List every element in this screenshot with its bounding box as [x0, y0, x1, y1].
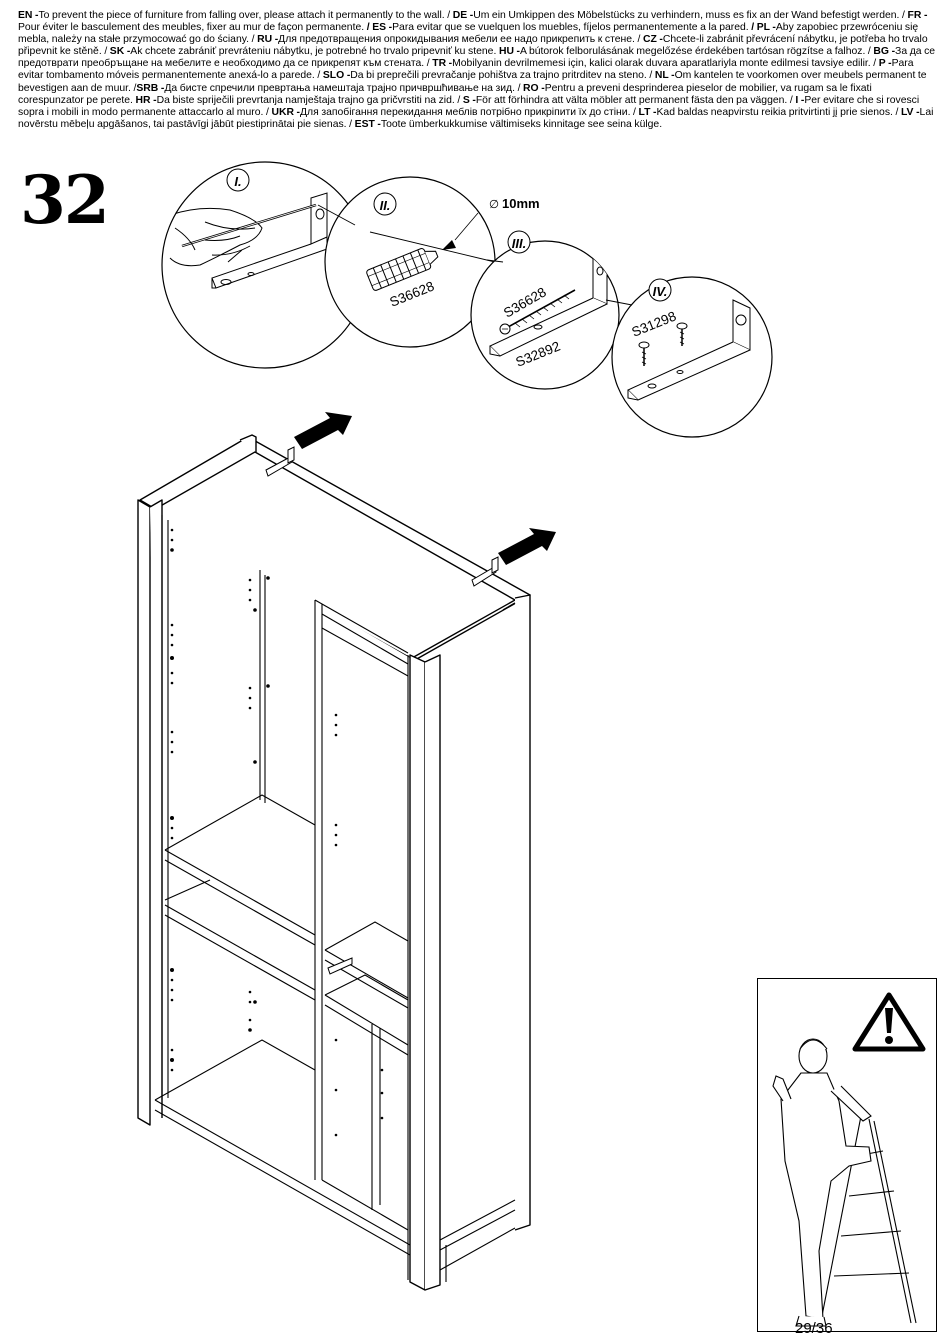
language-code: SLO - — [322, 70, 351, 82]
language-code: / PL - — [751, 22, 776, 34]
step-number: 32 — [20, 161, 110, 239]
warning-sentence: Per evitare che si rovesci sopra i mobil… — [18, 94, 920, 118]
language-code: NL - — [654, 70, 675, 82]
detail-3-screw-bracket: III. S36628 S32892 — [470, 230, 620, 390]
warning-sentence: Ak chcete zabrániť prevráteniu nábytku, … — [130, 46, 499, 58]
warning-sentence: A bútorok felborulásának megelőzése érde… — [520, 46, 874, 58]
warning-sentence: Pentru a preveni desprinderea pieselor d… — [18, 82, 872, 106]
warning-sentence: Да бисте спречили превртања намештаја тр… — [164, 82, 524, 94]
language-code: SK - — [109, 46, 131, 58]
detail-illustrations: I. II. S36628 ∅ 10mm — [161, 161, 773, 438]
language-code: CZ - — [642, 34, 663, 46]
language-code: HU - — [498, 46, 521, 58]
detail-1-drilling: I. — [161, 161, 369, 369]
language-code: S - — [462, 94, 476, 106]
language-code: DE - — [452, 10, 474, 21]
language-code: LV - — [900, 106, 920, 118]
warning-sentence: Da biste spriječili prevrtanja namještaj… — [156, 94, 463, 106]
language-code: SRB - — [136, 82, 165, 94]
warning-sentence: Chcete-li zabránit převrácení nábytku, j… — [18, 34, 928, 58]
language-code: EST - — [354, 118, 381, 130]
svg-text:III.: III. — [512, 236, 526, 251]
svg-text:II.: II. — [380, 198, 391, 213]
wall-anchor-warning-text: EN -To prevent the piece of furniture fr… — [18, 10, 938, 131]
language-code: P - — [878, 58, 892, 70]
detail-2-dowel: II. S36628 ∅ 10mm — [324, 176, 540, 348]
warning-sentence: Om kantelen te voorkomen over meubels pe… — [18, 70, 927, 94]
warning-sentence: To prevent the piece of furniture from f… — [38, 10, 453, 21]
warning-sentence: Aby zapobiec przewróceniu się mebla, nal… — [18, 22, 919, 46]
warning-sentence: Kad baldas neapvirstu reikia pritvirtint… — [656, 106, 901, 118]
warning-sentence: За да се предотврати преобръщане на мебе… — [18, 46, 936, 70]
warning-sentence: Da bi preprečili prevračanje pohištva za… — [350, 70, 655, 82]
warning-sentence: Toote ümberkukkumise vältimiseks kinnita… — [380, 118, 663, 130]
language-code: UKR - — [271, 106, 300, 118]
language-code: RU - — [257, 34, 279, 46]
push-arrow-icon — [294, 412, 556, 565]
language-code: FR - — [907, 10, 928, 21]
warning-sentence: Para evitar tombamento móveis permanente… — [18, 58, 914, 82]
warning-sentence: Mobilyanin devrilmemesi için, kalici ola… — [452, 58, 879, 70]
warning-sentence: Para evitar que se vuelquen los muebles,… — [392, 22, 752, 34]
warning-sentence: Lai novērstu mēbeļu apgāšanos, tai pastā… — [18, 106, 934, 130]
language-code: / ES - — [366, 22, 393, 34]
warning-sentence: För att förhindra att välta möbler att p… — [475, 94, 796, 106]
language-code: I - — [795, 94, 805, 106]
svg-text:∅: ∅ — [489, 199, 499, 211]
step-ladder-person-illustration — [772, 1038, 917, 1327]
page-number: 29/36 — [795, 1320, 833, 1337]
language-code: BG - — [873, 46, 896, 58]
language-code: TR - — [432, 58, 453, 70]
language-code: RO - — [523, 82, 545, 94]
svg-text:10mm: 10mm — [502, 196, 540, 211]
svg-text:I.: I. — [234, 174, 241, 189]
warning-sentence: Um ein Umkippen des Möbelstücks zu verhi… — [473, 10, 908, 21]
warning-sentence: Pour éviter le basculement des meubles, … — [18, 22, 367, 34]
detail-4-wall-screws: IV. S31298 — [611, 276, 773, 438]
warning-sentence: Для запобігання перекидання меблів потрі… — [300, 106, 639, 118]
language-code: EN - — [18, 10, 39, 21]
warning-triangle-icon — [852, 992, 926, 1052]
language-code: HR - — [135, 94, 157, 106]
warning-sentence: Для предотвращения опрокидывания мебели … — [278, 34, 643, 46]
language-code: LT - — [638, 106, 657, 118]
svg-text:IV.: IV. — [653, 284, 668, 299]
safety-warning-box — [757, 978, 937, 1332]
bookcase-assembly-drawing — [137, 412, 556, 1291]
